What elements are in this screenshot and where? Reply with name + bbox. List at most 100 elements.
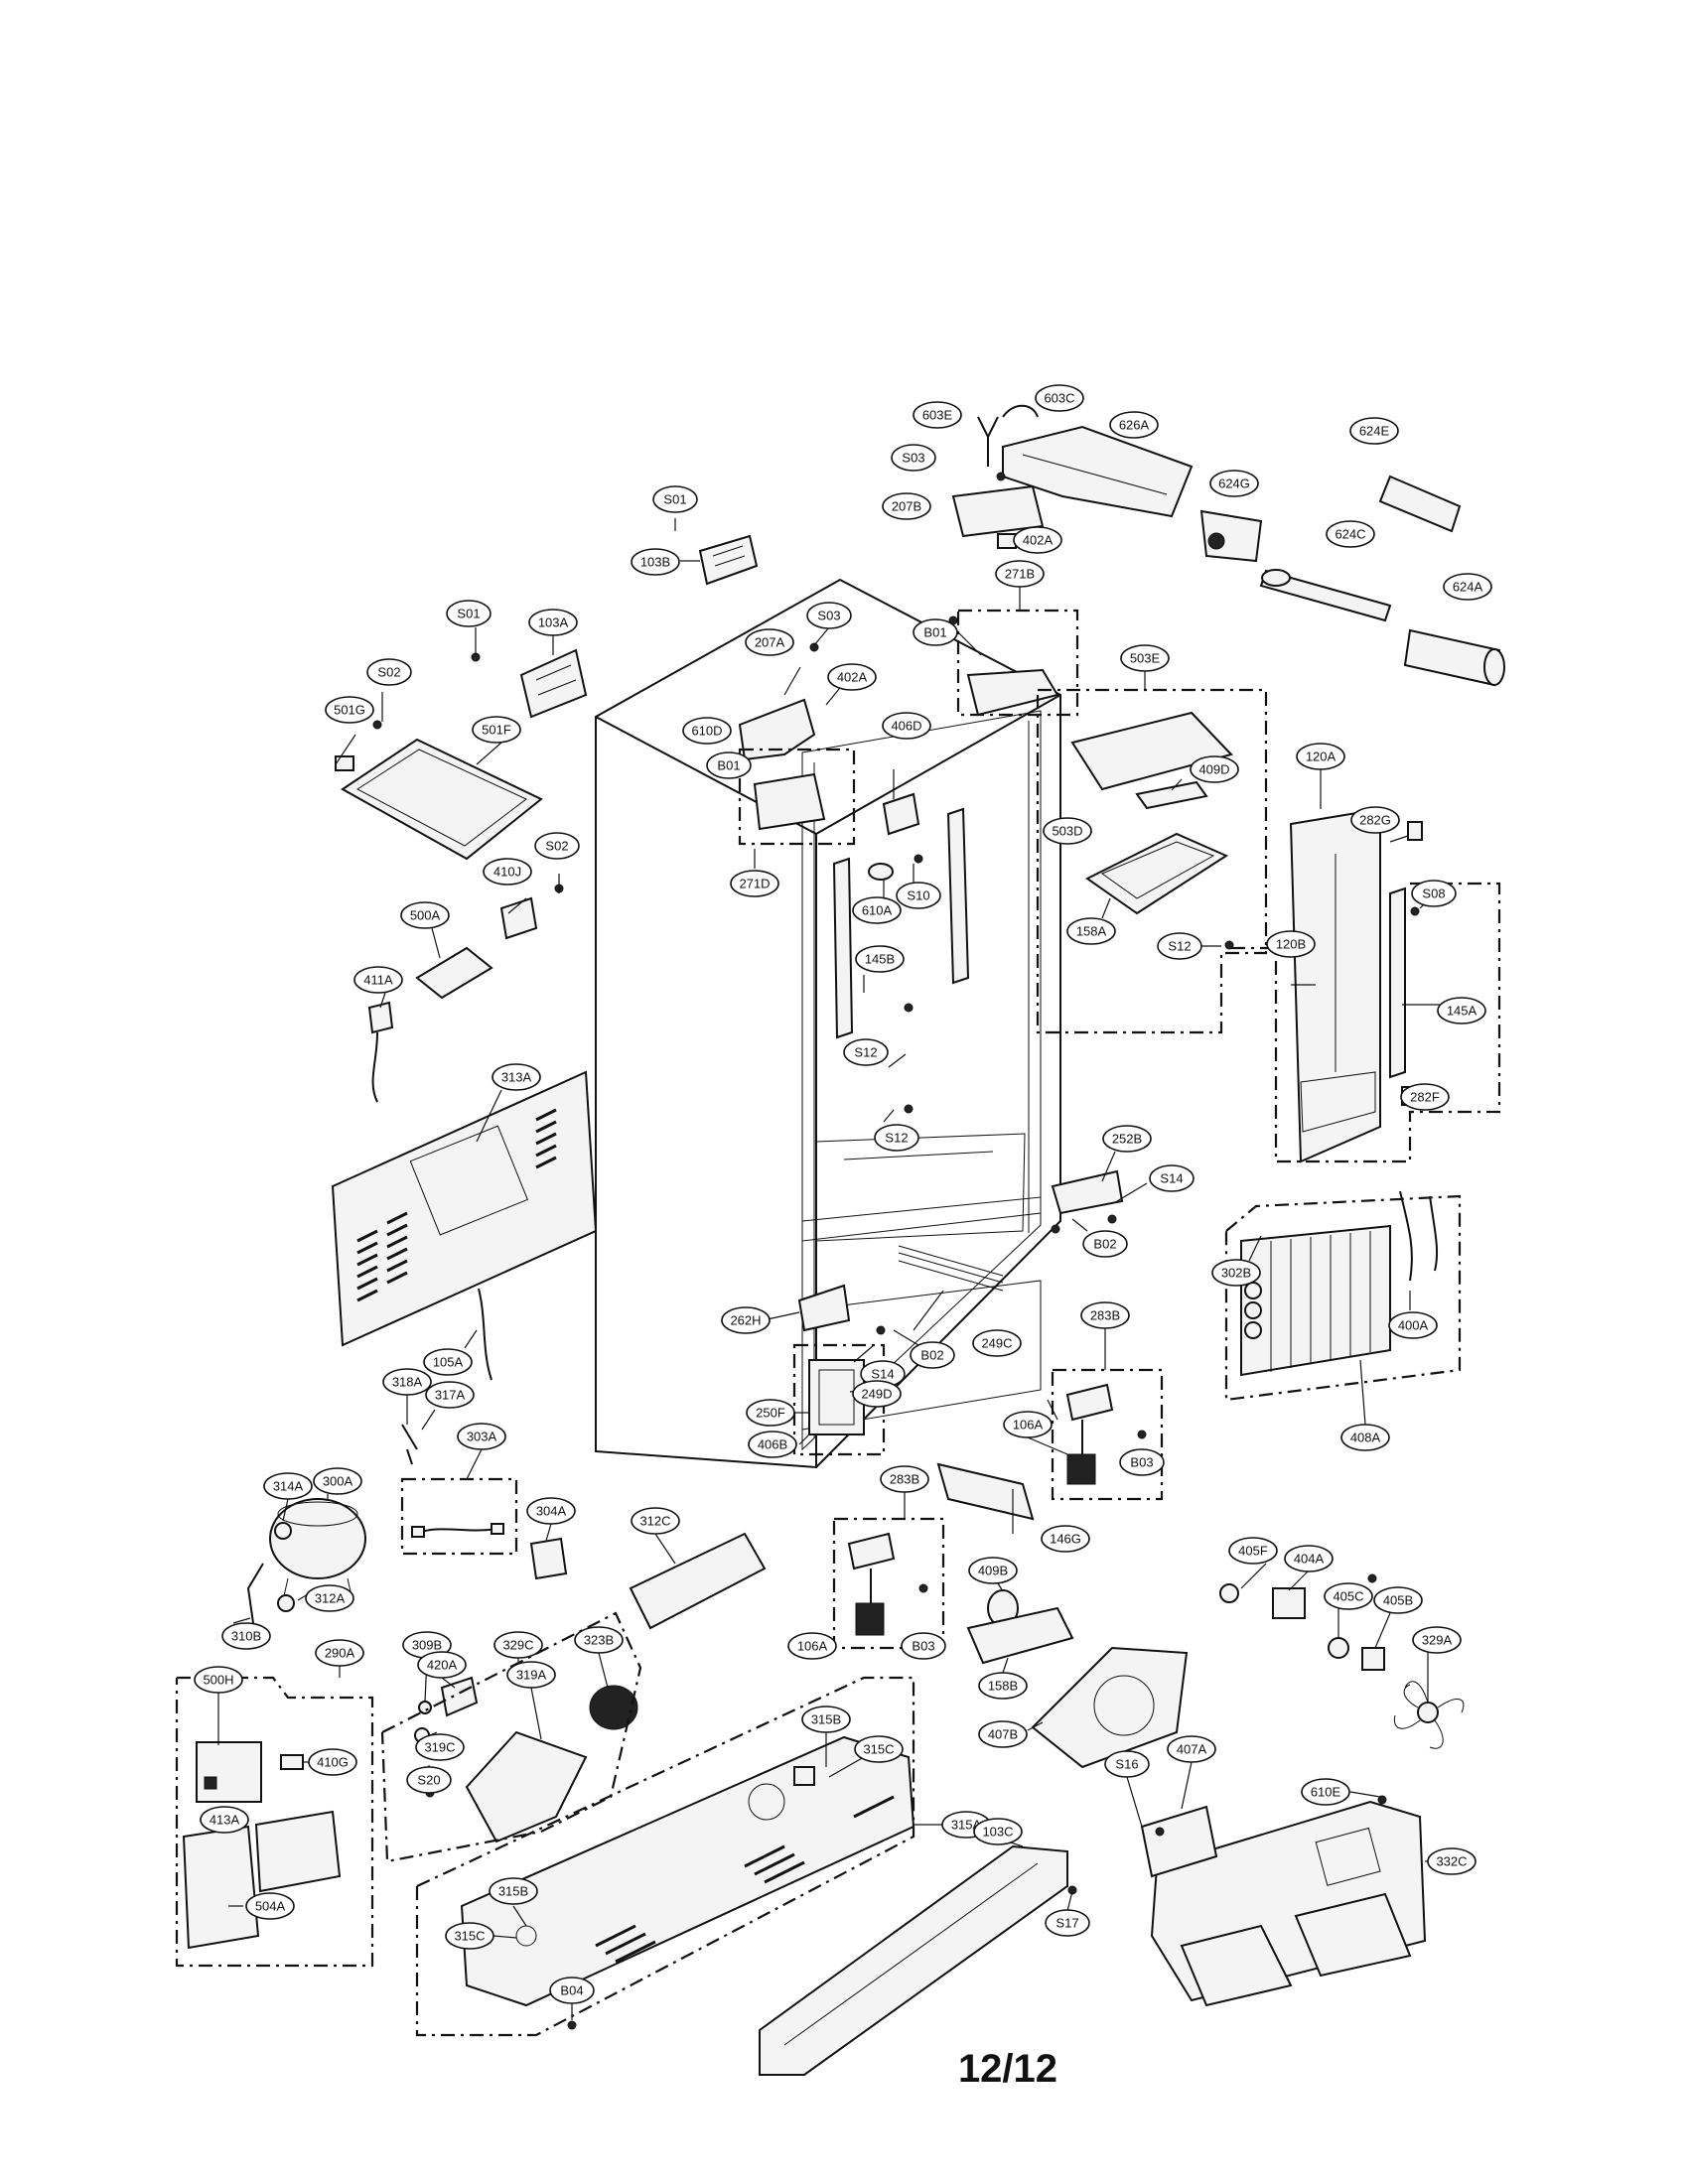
- callout-319A: 319A: [506, 1661, 556, 1689]
- lamp-cover-158B: [966, 1606, 1074, 1665]
- svg-text:405B: 405B: [1383, 1593, 1413, 1608]
- svg-text:S14: S14: [871, 1367, 894, 1382]
- grommet-312A: [277, 1594, 295, 1612]
- callout-409B: 409B: [968, 1557, 1018, 1584]
- fan-shroud-407B: [1031, 1646, 1189, 1769]
- callout-332C: 332C: [1427, 1847, 1477, 1875]
- callout-249D: 249D: [852, 1380, 902, 1408]
- grommet-405F: [1219, 1583, 1239, 1603]
- svg-text:411A: 411A: [363, 973, 393, 988]
- wire-harness-303A: [411, 1523, 504, 1538]
- svg-text:103A: 103A: [538, 615, 569, 630]
- callout-250F: 250F: [746, 1399, 795, 1427]
- group-box-503E: [1036, 688, 1268, 1034]
- svg-text:S03: S03: [817, 609, 840, 623]
- svg-text:413A: 413A: [210, 1813, 240, 1828]
- callout-504A: 504A: [245, 1892, 295, 1920]
- group-box-290A: [175, 1676, 374, 1968]
- svg-text:332C: 332C: [1436, 1854, 1467, 1869]
- callout-B03-left: B03: [901, 1632, 946, 1660]
- svg-text:B04: B04: [560, 1983, 583, 1998]
- callout-S20: S20: [406, 1766, 452, 1794]
- svg-text:503D: 503D: [1052, 824, 1082, 839]
- svg-text:300A: 300A: [323, 1474, 353, 1489]
- fan-clip-282G: [1407, 821, 1423, 841]
- svg-text:626A: 626A: [1119, 418, 1150, 433]
- hinge-271B: [966, 668, 1059, 717]
- callout-146G: 146G: [1041, 1525, 1090, 1553]
- callout-402A-mid: 402A: [827, 663, 877, 691]
- leveler-283B-right: [1065, 1383, 1114, 1485]
- duct-145B: [832, 807, 970, 1039]
- main-board-500H: [196, 1741, 262, 1803]
- svg-text:282F: 282F: [1410, 1090, 1440, 1105]
- bracket-207A: [738, 698, 816, 761]
- grommet-309B: [418, 1701, 432, 1714]
- svg-text:406D: 406D: [891, 719, 921, 734]
- filter-clip-603E: [977, 416, 999, 467]
- svg-text:249C: 249C: [981, 1336, 1012, 1351]
- callout-105A: 105A: [423, 1348, 473, 1376]
- callout-S03-mid: S03: [806, 602, 852, 629]
- callout-158A: 158A: [1066, 917, 1116, 945]
- callout-406B: 406B: [748, 1431, 797, 1458]
- filter-head-624G: [1199, 509, 1263, 563]
- svg-text:402A: 402A: [1023, 533, 1054, 548]
- svg-text:500H: 500H: [203, 1673, 233, 1688]
- callout-B03-right: B03: [1119, 1448, 1165, 1476]
- svg-text:120B: 120B: [1276, 937, 1306, 952]
- svg-text:283B: 283B: [890, 1472, 919, 1487]
- callout-610E: 610E: [1301, 1778, 1350, 1806]
- svg-text:S17: S17: [1055, 1916, 1078, 1931]
- hinge-271D: [753, 772, 826, 831]
- compressor-300A: [269, 1498, 366, 1601]
- callouts: 603E 603C 626A 624E S03 S01 207B 624G 40…: [194, 384, 1492, 2004]
- refrigerator-cabinet: [595, 578, 1061, 1469]
- svg-text:309B: 309B: [412, 1638, 442, 1653]
- callout-315B-bottom: 315B: [489, 1877, 538, 1905]
- svg-text:B01: B01: [717, 758, 740, 773]
- callout-624A: 624A: [1443, 573, 1492, 601]
- callout-405F: 405F: [1228, 1537, 1278, 1565]
- kickplate-103C: [759, 1844, 1068, 2076]
- svg-text:262H: 262H: [730, 1313, 761, 1328]
- callout-410G: 410G: [308, 1748, 357, 1776]
- svg-text:610D: 610D: [691, 724, 722, 739]
- svg-text:S10: S10: [907, 888, 929, 903]
- svg-text:S03: S03: [902, 451, 924, 466]
- svg-text:406B: 406B: [758, 1437, 787, 1452]
- group-box-271D: [738, 748, 856, 846]
- callout-B04: B04: [549, 1977, 595, 2004]
- evaporator-cover-120A: [1289, 807, 1381, 1163]
- svg-text:323B: 323B: [584, 1633, 614, 1648]
- svg-text:145B: 145B: [865, 952, 895, 967]
- callout-S12-right: S12: [1157, 932, 1202, 960]
- svg-text:317A: 317A: [435, 1388, 466, 1403]
- fan-motor-bracket-319A: [465, 1730, 588, 1843]
- callout-106A-left: 106A: [787, 1632, 837, 1660]
- callout-408A: 408A: [1340, 1424, 1390, 1451]
- svg-text:106A: 106A: [797, 1639, 828, 1654]
- svg-text:302B: 302B: [1221, 1266, 1251, 1281]
- svg-text:500A: 500A: [410, 908, 441, 923]
- callout-106A-right: 106A: [1003, 1411, 1053, 1438]
- power-cord-411A: [367, 1001, 394, 1103]
- group-box-303A: [400, 1477, 518, 1556]
- callout-S08: S08: [1411, 880, 1457, 907]
- callout-S12-mid: S12: [843, 1038, 889, 1066]
- callout-500A: 500A: [400, 901, 450, 929]
- svg-text:B02: B02: [1093, 1237, 1116, 1252]
- svg-text:S02: S02: [377, 665, 400, 680]
- callout-145B: 145B: [855, 945, 905, 973]
- svg-text:290A: 290A: [325, 1646, 355, 1661]
- callout-S02-top: S02: [366, 658, 412, 686]
- group-box-120A: [1231, 882, 1501, 1163]
- sensor-400A: [1399, 1190, 1439, 1282]
- callout-610D: 610D: [682, 717, 732, 745]
- callout-407A: 407A: [1167, 1735, 1216, 1763]
- callout-503E: 503E: [1120, 644, 1170, 672]
- svg-text:407B: 407B: [988, 1727, 1018, 1742]
- callout-207B: 207B: [882, 492, 931, 520]
- filter-holder-624C: [1259, 569, 1392, 622]
- svg-text:B03: B03: [1130, 1455, 1153, 1470]
